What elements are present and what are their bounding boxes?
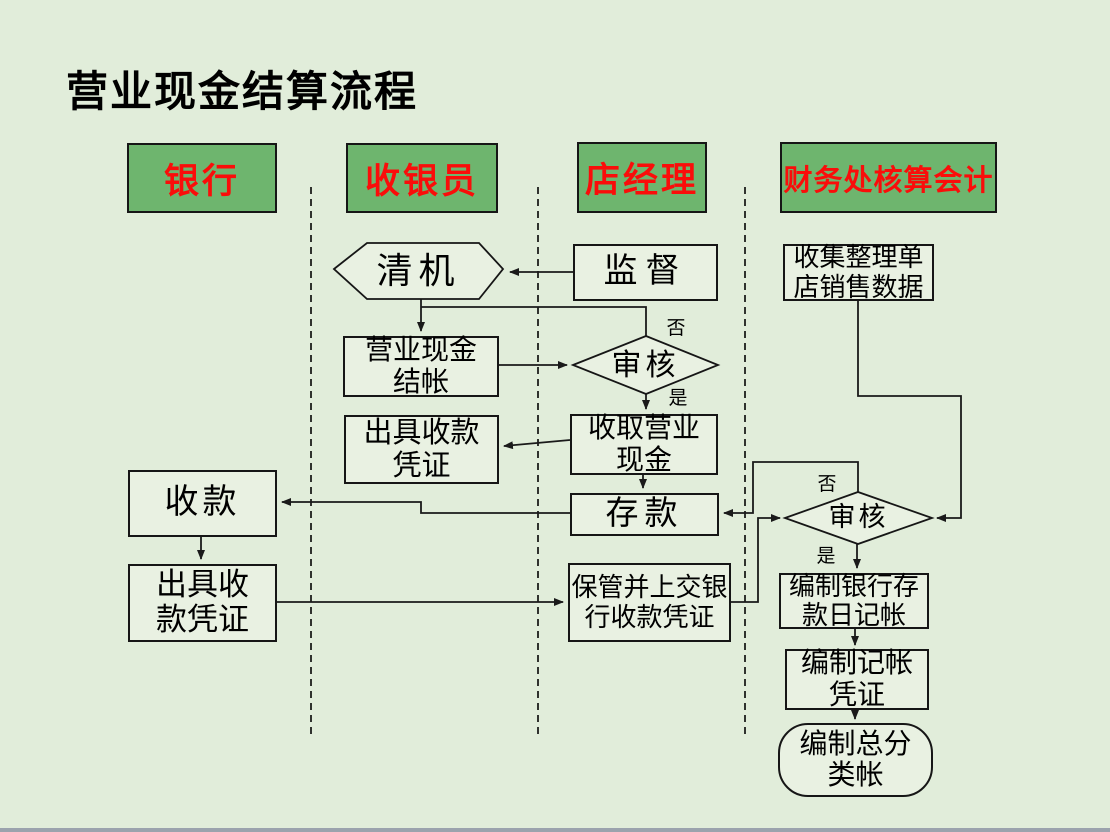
node-yingye-xianjin-jiezhang: 营业现金 结帐 <box>343 335 499 398</box>
lane-header-bank-label: 银行 <box>163 161 240 201</box>
node-shenhe-finance-label: 审核 <box>828 502 889 533</box>
connector-shouji-to-shenhe2 <box>857 300 962 522</box>
connector-baoguan-to-shenhe2 <box>731 514 781 603</box>
lane-header-store-manager-label: 店经理 <box>584 161 699 200</box>
node-shoukuan: 收款 <box>128 470 277 537</box>
footer-bar <box>0 828 1110 832</box>
label-yes-finance: 是 <box>816 545 836 567</box>
node-qingji-hexagon <box>332 242 505 300</box>
node-qingji-label: 清机 <box>376 250 461 291</box>
node-baoguan-shangjiao: 保管并上交银 行收款凭证 <box>568 563 731 642</box>
node-shenhe-finance-diamond <box>782 491 935 545</box>
node-bianzhi-zongfen-leizhang: 编制总分 类帐 <box>778 723 933 797</box>
node-bianzhi-jizhang-pingzheng: 编制记帐 凭证 <box>785 648 929 711</box>
node-shenhe-store-label: 审核 <box>611 348 680 382</box>
label-no-finance: 否 <box>817 473 837 495</box>
connector-shouqu-to-chuju-cashier <box>503 439 571 450</box>
label-yes-store: 是 <box>668 387 688 409</box>
label-no-store: 否 <box>666 317 686 339</box>
node-jiandu: 监督 <box>573 244 718 301</box>
lane-header-bank: 银行 <box>127 143 277 213</box>
node-bianzhi-rijizhang: 编制银行存 款日记帐 <box>779 572 929 630</box>
lane-header-store-manager: 店经理 <box>577 142 707 213</box>
node-cunkuan: 存款 <box>570 493 719 536</box>
lane-header-cashier-label: 收银员 <box>364 161 479 201</box>
lane-header-finance-accountant: 财务处核算会计 <box>780 142 997 213</box>
node-shouqu-yingye-xianjin: 收取营业 现金 <box>570 413 718 476</box>
connector-shenhe2-no-to-cunkuan <box>723 461 859 517</box>
connector-shenhe1-no-return <box>421 306 647 336</box>
node-shenhe-store-diamond <box>570 335 721 395</box>
node-shouji-zhengli: 收集整理单 店销售数据 <box>783 243 934 302</box>
page-title: 营业现金结算流程 <box>66 67 419 116</box>
lane-header-finance-accountant-label: 财务处核算会计 <box>783 164 994 197</box>
node-chuju-shoukuan-pingzheng-cashier: 出具收款 凭证 <box>344 415 499 484</box>
node-chuju-shoukuan-pingzheng-bank: 出具收 款凭证 <box>128 564 277 642</box>
connector-cunkuan-to-shoukuan <box>281 498 570 514</box>
lane-header-cashier: 收银员 <box>346 143 498 213</box>
